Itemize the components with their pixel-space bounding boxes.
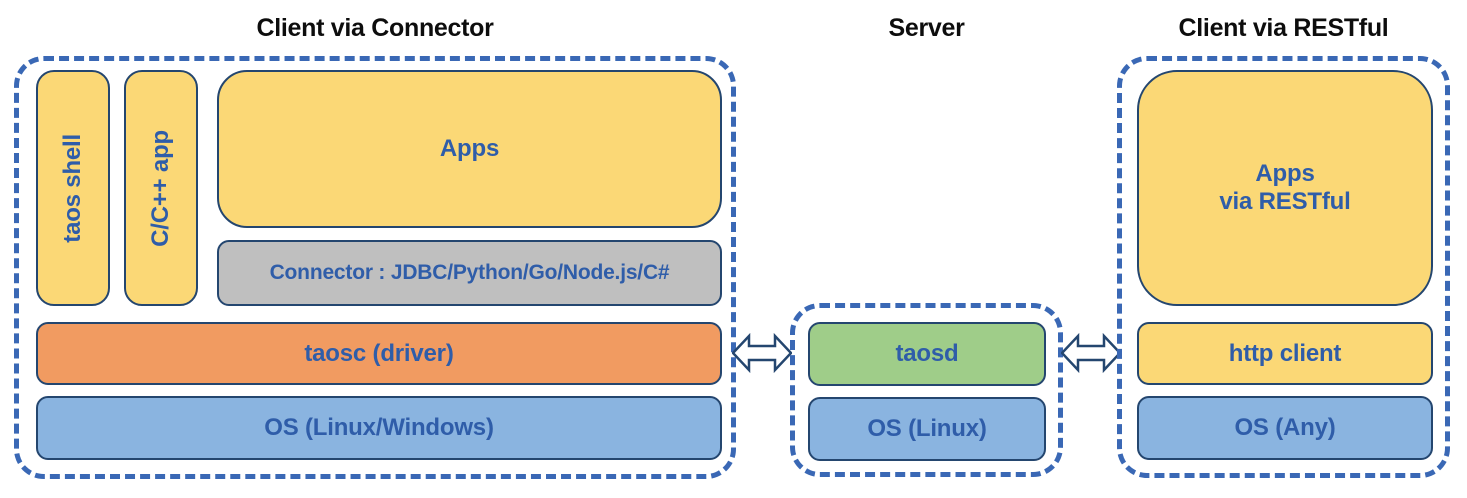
os-linux-windows-box: OS (Linux/Windows): [36, 396, 722, 460]
http-client-box: http client: [1137, 322, 1433, 385]
apps-via-restful-label-line2: via RESTful: [1219, 188, 1351, 215]
os-linux-windows-label: OS (Linux/Windows): [264, 414, 494, 441]
taosc-driver-label: taosc (driver): [304, 339, 454, 367]
taos-shell-box: taos shell: [36, 70, 110, 306]
taosc-driver-box: taosc (driver): [36, 322, 722, 385]
os-linux-label: OS (Linux): [867, 415, 987, 442]
client-connector-container: [14, 56, 736, 479]
taosd-label: taosd: [895, 340, 959, 367]
server-container: [790, 303, 1063, 477]
connector-label: Connector : JDBC/Python/Go/Node.js/C#: [269, 261, 670, 284]
title-server: Server: [888, 14, 965, 42]
taosd-box: taosd: [808, 322, 1046, 386]
apps-box: Apps: [217, 70, 722, 228]
apps-via-restful-box: Apps via RESTful: [1137, 70, 1433, 306]
http-client-label: http client: [1228, 339, 1342, 367]
c-cpp-app-label: C/C++ app: [147, 129, 174, 247]
bidirectional-arrow-icon: [732, 332, 792, 374]
os-linux-box: OS (Linux): [808, 397, 1046, 461]
bidirectional-arrow-icon: [1061, 332, 1121, 374]
os-any-box: OS (Any): [1137, 396, 1433, 460]
apps-label: Apps: [439, 135, 500, 162]
apps-via-restful-label-line1: Apps: [1255, 160, 1315, 187]
connector-box: Connector : JDBC/Python/Go/Node.js/C#: [217, 240, 722, 306]
title-client-via-restful: Client via RESTful: [1178, 14, 1389, 42]
c-cpp-app-box: C/C++ app: [124, 70, 198, 306]
taos-shell-label: taos shell: [59, 133, 86, 243]
os-any-label: OS (Any): [1234, 414, 1336, 441]
client-restful-container: [1117, 56, 1450, 478]
title-client-via-connector: Client via Connector: [256, 14, 494, 42]
